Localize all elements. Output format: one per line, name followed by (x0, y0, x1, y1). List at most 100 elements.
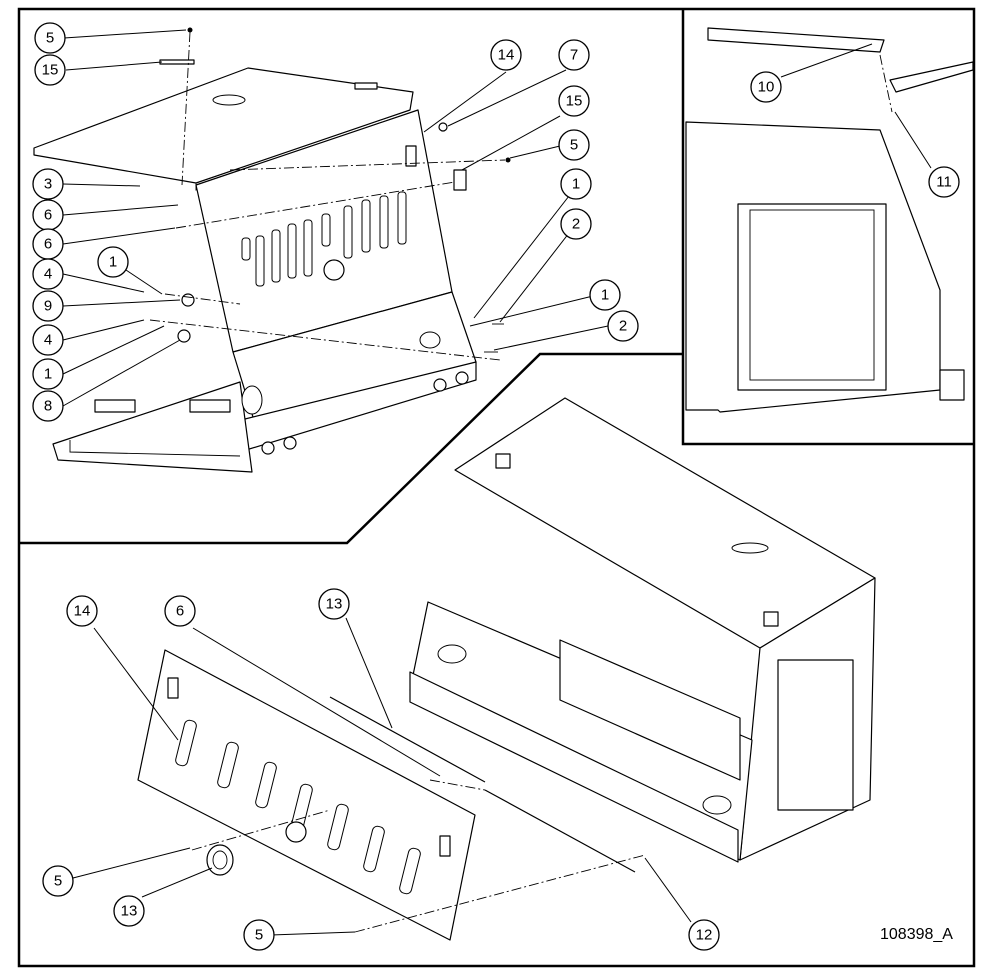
latch-13-inner (212, 850, 228, 870)
callout-label: 9 (44, 298, 52, 315)
axis-hinge-10 (879, 54, 893, 113)
callout-label: 14 (498, 47, 515, 64)
callout-4: 4 (32, 324, 64, 356)
rod-12 (484, 789, 636, 873)
base-grommet-right-2 (455, 371, 469, 385)
callout-label: 1 (601, 287, 609, 304)
callout-14: 14 (66, 595, 98, 627)
callout-2: 2 (607, 310, 639, 342)
cabinet-inner-channel (559, 639, 741, 781)
callout-6: 6 (32, 199, 64, 231)
callout-label: 6 (44, 236, 52, 253)
drawing-number: 108398_A (880, 926, 953, 943)
callout-10: 10 (750, 71, 782, 103)
axis-row-lower (149, 319, 501, 361)
top-cover (33, 67, 414, 184)
callout-2: 2 (560, 208, 592, 240)
top-left-view (33, 27, 511, 473)
rear-access-inner (749, 209, 875, 381)
cabinet-side-panel (777, 659, 854, 811)
callout-label: 6 (176, 603, 184, 620)
panel-handle (323, 259, 345, 281)
callout-5: 5 (558, 129, 590, 161)
callout-13: 13 (113, 895, 145, 927)
callout-1: 1 (97, 246, 129, 278)
rear-latch (939, 369, 965, 401)
cabinet-top-latch-right (763, 611, 779, 627)
bumper-8 (177, 329, 191, 343)
callout-bubbles: 5 15 14 7 15 5 3 6 6 1 4 9 4 1 8 1 2 1 2… (32, 22, 960, 951)
cabinet-front-rail (409, 671, 739, 863)
callout-label: 1 (44, 366, 52, 383)
callout-1: 1 (560, 168, 592, 200)
callout-4: 4 (32, 258, 64, 290)
screw-5-right (505, 157, 511, 163)
callout-1: 1 (32, 358, 64, 390)
bumper-9 (181, 293, 195, 307)
callout-label: 4 (44, 266, 52, 283)
top-right-view-border (681, 9, 974, 446)
callout-label: 13 (121, 903, 138, 920)
rear-access-opening (737, 203, 887, 391)
base-tray-lip (69, 440, 241, 457)
bottom-view (137, 397, 876, 941)
callout-14: 14 (490, 39, 522, 71)
cabinet-top-latch-left (495, 453, 511, 469)
callout-label: 15 (566, 93, 583, 110)
top-left-view-border (19, 352, 683, 545)
callout-label: 1 (109, 254, 117, 271)
callout-7: 7 (558, 39, 590, 71)
callout-6: 6 (32, 228, 64, 260)
callout-label: 10 (758, 79, 775, 96)
axis-row-9 (164, 293, 241, 305)
base-side-slot (241, 385, 263, 415)
callout-label: 6 (44, 207, 52, 224)
callout-label: 7 (570, 47, 578, 64)
callout-1: 1 (589, 279, 621, 311)
base-channel-left (94, 399, 136, 413)
access-panel-handle-hole (285, 821, 307, 843)
callout-5: 5 (243, 919, 275, 951)
outer-frame (17, 7, 976, 968)
axis-screw-5-bottom (354, 854, 646, 933)
callout-label: 14 (74, 603, 91, 620)
base-front-slot (419, 331, 441, 349)
cabinet-slot-left (437, 644, 467, 664)
callout-12: 12 (688, 919, 720, 951)
callout-label: 15 (42, 62, 59, 79)
callout-6: 6 (164, 595, 196, 627)
screw-5-top (187, 27, 193, 33)
callout-5: 5 (42, 865, 74, 897)
latch-13 (206, 844, 234, 876)
leader-lines (62, 29, 932, 936)
callout-label: 5 (570, 137, 578, 154)
callout-13: 13 (318, 588, 350, 620)
callout-3: 3 (32, 168, 64, 200)
callout-label: 11 (936, 174, 952, 191)
rod-13 (329, 696, 486, 783)
hinge-15-right (453, 169, 467, 191)
callout-label: 8 (44, 398, 52, 415)
callout-15: 15 (558, 85, 590, 117)
axis-row-upper (229, 159, 506, 171)
axis-row-6 (175, 181, 456, 229)
top-cover-slot (212, 94, 246, 106)
callout-11: 11 (928, 166, 960, 198)
callout-15: 15 (34, 54, 66, 86)
callout-9: 9 (32, 290, 64, 322)
callout-label: 2 (572, 216, 580, 233)
callout-label: 5 (46, 30, 54, 47)
base-channel-right (189, 399, 231, 413)
axis-screw-5-top (181, 31, 191, 186)
hinge-pin-15-top (159, 59, 195, 65)
base-grommet-mid (283, 436, 297, 450)
callout-label: 2 (619, 318, 627, 335)
callout-label: 13 (326, 596, 343, 613)
top-cover-latch (354, 82, 378, 90)
cabinet-top-slot (731, 542, 769, 554)
top-right-view (685, 27, 974, 413)
bracket-11 (889, 61, 974, 93)
access-panel-hinge-left (167, 677, 179, 699)
cabinet-top (454, 397, 876, 649)
